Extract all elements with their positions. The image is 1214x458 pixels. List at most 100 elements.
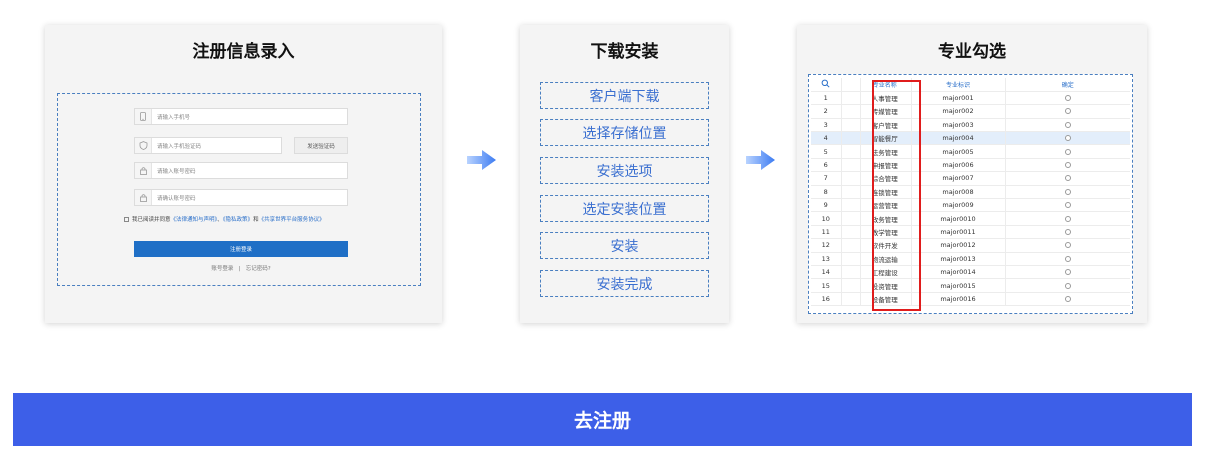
major-id-cell: major008 — [910, 185, 1005, 200]
row-number: 7 — [811, 171, 841, 186]
password-field[interactable]: 请输入账号密码 — [134, 162, 348, 179]
select-radio[interactable] — [1064, 95, 1071, 102]
select-radio[interactable] — [1064, 255, 1071, 262]
major-name-cell: 申报管理 — [859, 158, 909, 173]
major-id-cell: major009 — [910, 198, 1005, 213]
select-radio[interactable] — [1064, 228, 1071, 235]
confirm-cell[interactable] — [1004, 185, 1130, 200]
table-header-row: 专业名称 专业标识 确定 — [811, 78, 1130, 92]
select-radio[interactable] — [1064, 162, 1071, 169]
confirm-cell[interactable] — [1004, 144, 1130, 159]
row-number: 8 — [811, 185, 841, 200]
confirm-password-field[interactable]: 请确认账号密码 — [134, 189, 348, 206]
select-radio[interactable] — [1064, 295, 1071, 302]
select-radio[interactable] — [1064, 108, 1071, 115]
confirm-cell[interactable] — [1004, 225, 1130, 240]
major-id-cell: major005 — [910, 144, 1005, 159]
major-id-cell: major0014 — [910, 265, 1005, 280]
confirm-cell[interactable] — [1004, 131, 1130, 146]
select-radio[interactable] — [1064, 215, 1071, 222]
service-agreement-link[interactable]: 《共享世界平台服务协议》 — [258, 217, 325, 223]
install-step: 安装选项 — [540, 157, 709, 184]
confirm-cell[interactable] — [1004, 265, 1130, 280]
confirm-cell[interactable] — [1004, 91, 1130, 106]
confirm-cell[interactable] — [1004, 278, 1130, 293]
phone-icon — [135, 109, 152, 124]
register-login-button[interactable]: 注册登录 — [134, 241, 348, 257]
confirm-cell[interactable] — [1004, 118, 1130, 133]
account-login-link[interactable]: 账号登录 — [211, 266, 234, 272]
spacer-cell — [909, 91, 911, 106]
major-id-cell: major0013 — [910, 252, 1005, 266]
confirm-cell[interactable] — [1004, 104, 1130, 119]
row-number: 2 — [811, 104, 841, 119]
spacer-header — [909, 78, 911, 92]
confirm-cell[interactable] — [1004, 158, 1130, 173]
confirm-cell[interactable] — [1004, 252, 1130, 266]
confirm-cell[interactable] — [1004, 198, 1130, 213]
agree-prefix: 我已阅读并同意 — [132, 217, 171, 223]
select-radio[interactable] — [1064, 269, 1071, 276]
confirm-cell[interactable] — [1004, 238, 1130, 253]
select-radio[interactable] — [1064, 175, 1071, 182]
go-register-button[interactable]: 去注册 — [13, 393, 1192, 446]
spacer-cell — [840, 225, 860, 240]
major-id-cell: major0016 — [910, 292, 1005, 307]
verification-code-field[interactable]: 请输入手机验证码 — [134, 137, 282, 154]
privacy-policy-link[interactable]: 《隐私政策》 — [222, 217, 254, 223]
row-number: 4 — [811, 131, 841, 146]
forgot-password-link[interactable]: 忘记密码? — [245, 266, 271, 272]
select-radio[interactable] — [1064, 202, 1071, 209]
select-radio[interactable] — [1064, 121, 1071, 128]
install-step: 客户端下载 — [540, 82, 709, 109]
select-radio[interactable] — [1064, 135, 1071, 142]
spacer-cell — [840, 292, 860, 307]
spacer-cell — [909, 118, 911, 133]
major-id-cell: major001 — [910, 91, 1005, 106]
row-number: 9 — [811, 198, 841, 213]
spacer-cell — [909, 144, 911, 159]
select-radio[interactable] — [1064, 282, 1071, 289]
confirm-cell[interactable] — [1004, 292, 1130, 307]
row-number: 5 — [811, 144, 841, 159]
confirm-cell[interactable] — [1004, 171, 1130, 186]
select-radio[interactable] — [1064, 242, 1071, 249]
legal-notice-link[interactable]: 《法律通知与声明》 — [170, 217, 218, 223]
search-icon[interactable] — [811, 78, 841, 92]
major-name-cell: 软件开发 — [859, 238, 909, 253]
select-radio[interactable] — [1064, 188, 1071, 195]
spacer-cell — [840, 158, 860, 173]
major-name-cell: 投资管理 — [859, 278, 909, 293]
spacer-cell — [909, 131, 911, 146]
confirm-cell[interactable] — [1004, 211, 1130, 226]
lock-icon — [135, 163, 152, 178]
spacer-cell — [909, 158, 911, 173]
arrow-right-icon — [467, 150, 496, 170]
send-code-button[interactable]: 发送验证码 — [294, 137, 348, 154]
phone-field[interactable]: 请输入手机号 — [134, 108, 348, 125]
select-radio[interactable] — [1064, 148, 1071, 155]
install-card: 下载安装 客户端下载 选择存储位置 安装选项 选定安装位置 安装 安装完成 — [520, 25, 729, 323]
row-number: 12 — [811, 238, 841, 253]
spacer-cell — [840, 144, 860, 159]
agree-checkbox[interactable] — [124, 217, 129, 222]
major-id-cell: major007 — [910, 171, 1005, 186]
major-id-cell: major0011 — [910, 225, 1005, 240]
